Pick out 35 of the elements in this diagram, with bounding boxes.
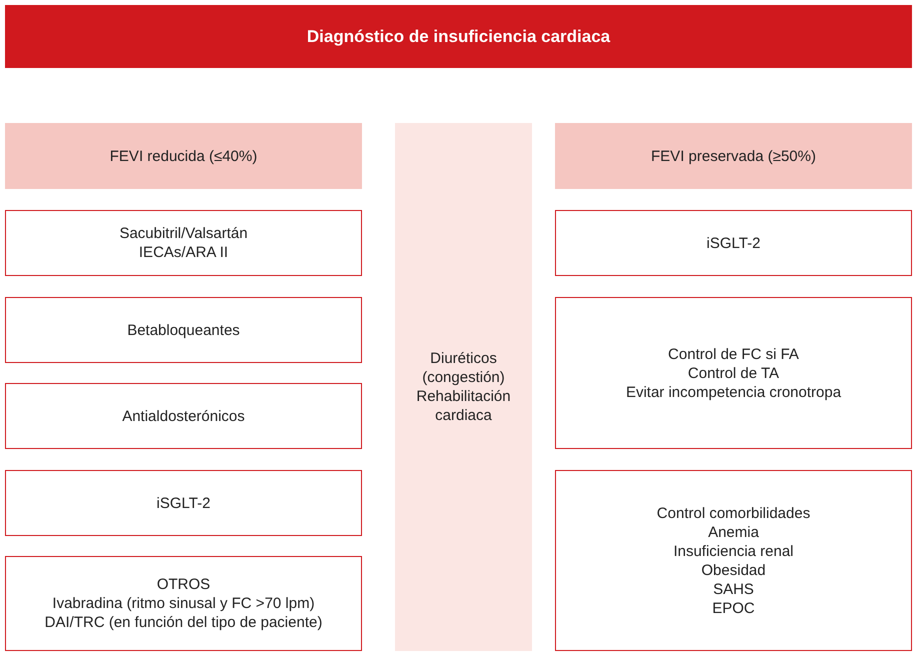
treatment-text: iSGLT-2	[156, 494, 210, 512]
treatment-text: Rehabilitación cardiaca	[415, 387, 512, 425]
treatment-text: Betabloqueantes	[127, 320, 240, 340]
treatment-text: Antialdosterónicos	[122, 406, 245, 426]
treatment-box	[555, 210, 912, 276]
treatment-text: SAHS	[713, 580, 754, 598]
treatment-box	[5, 210, 362, 276]
treatment-text: OTROS	[156, 575, 210, 594]
treatment-text: EPOC	[712, 598, 755, 618]
treatment-text: Anemia	[708, 522, 759, 542]
header-text: FEVI preservada (≥50%)	[651, 146, 816, 166]
treatment-box	[5, 556, 362, 651]
treatment-text: Sacubitril/Valsartán	[119, 224, 248, 243]
treatment-box	[5, 383, 362, 449]
treatment-text: Ivabradina (ritmo sinusal y FC >70 lpm)	[52, 594, 315, 613]
treatment-text: Insuficiencia renal	[673, 542, 794, 560]
treatment-text: Control comorbilidades	[656, 504, 810, 522]
treatment-text: DAI/TRC (en función del tipo de paciente)	[44, 613, 322, 632]
treatment-text: Control de FC si FA	[668, 344, 799, 364]
title-band	[5, 5, 912, 68]
column-header	[5, 123, 362, 189]
title-text: Diagnóstico de insuficiencia cardiaca	[306, 27, 610, 46]
treatment-text: Evitar incompetencia cronotropa	[626, 382, 842, 402]
treatment-text: Diuréticos (congestión)	[421, 349, 506, 387]
treatment-box	[555, 297, 912, 449]
treatment-text: Obesidad	[701, 560, 766, 580]
shared-treatment-panel	[395, 123, 532, 651]
header-text: FEVI reducida (≤40%)	[110, 146, 258, 166]
column-header	[555, 123, 912, 189]
treatment-text: IECAs/ARA II	[138, 243, 228, 262]
treatment-text: Control de TA	[688, 364, 780, 382]
treatment-box	[555, 470, 912, 651]
treatment-box	[5, 470, 362, 536]
treatment-box	[5, 297, 362, 363]
treatment-text: iSGLT-2	[706, 234, 760, 252]
